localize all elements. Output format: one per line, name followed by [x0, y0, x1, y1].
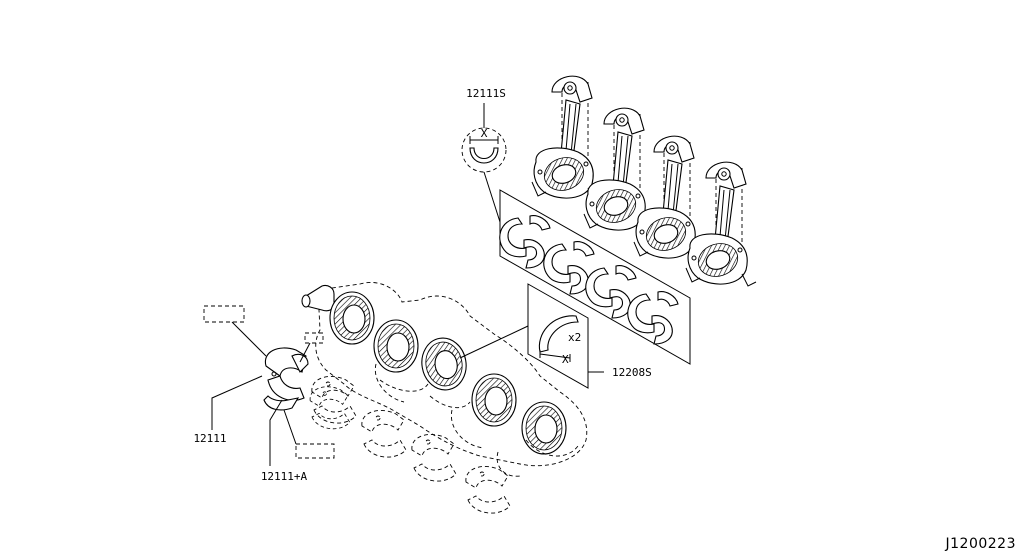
- connecting-rod-icon: [531, 75, 603, 201]
- thrust-washer-panel: x2 X: [527, 283, 604, 389]
- bearing-shell-detail-icon: X: [461, 103, 507, 223]
- callout-conrod-bearing: 12111S: [466, 87, 506, 100]
- callout-bearing-upper: 12111: [193, 432, 226, 445]
- blank-label-box: [304, 332, 324, 344]
- diagram-id: J1200223: [945, 536, 1016, 552]
- conrod-bearing-panel: [499, 189, 691, 365]
- main-bearing-upper-lower: [263, 347, 309, 411]
- callout-main-bearing: 12208S: [612, 366, 652, 379]
- thrust-width-mark: X: [562, 353, 569, 366]
- callout-bearing-lower: 12111+A: [261, 470, 308, 483]
- connecting-rod-icon: [685, 161, 757, 287]
- crankshaft-icon: [301, 282, 588, 477]
- blank-label-box: [203, 305, 245, 323]
- width-mark: X: [481, 127, 488, 140]
- blank-label-box: [295, 443, 335, 459]
- thrust-washer-detail-icon: [538, 315, 579, 362]
- quantity-label: x2: [568, 331, 581, 344]
